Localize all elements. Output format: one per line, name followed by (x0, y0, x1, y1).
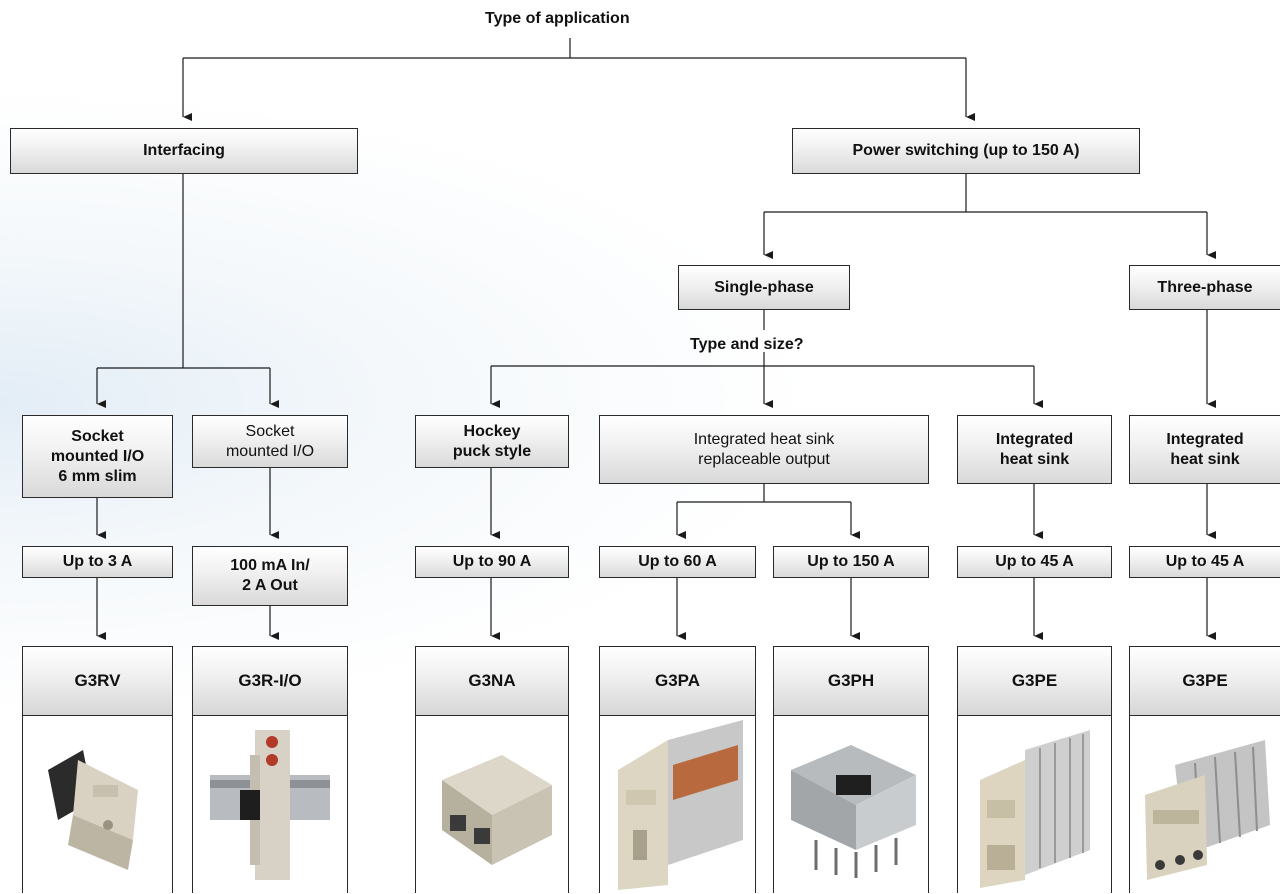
single-phase-box: Single-phase (678, 265, 850, 310)
product-card-g3pe-three: G3PE (1129, 646, 1280, 893)
relay-image (774, 716, 928, 894)
relay-image (193, 716, 347, 894)
category-line: heat sink (1170, 450, 1240, 468)
relay-image (958, 716, 1111, 894)
category-line: Integrated (1166, 430, 1244, 448)
product-name: G3PE (958, 647, 1111, 716)
product-name: G3NA (416, 647, 568, 716)
product-card-g3rv: G3RV (22, 646, 173, 893)
rating-g3pe-three: Up to 45 A (1129, 546, 1280, 578)
rating-g3pe-single: Up to 45 A (957, 546, 1112, 578)
category-line: 6 mm slim (58, 467, 137, 485)
rating-g3pa: Up to 60 A (599, 546, 756, 578)
product-name: G3PA (600, 647, 755, 716)
rating-g3rio: 100 mA In/ 2 A Out (192, 546, 348, 606)
category-line: Hockey (463, 422, 521, 440)
category-line: heat sink (999, 450, 1070, 468)
category-line: Integrated (995, 430, 1074, 448)
product-name: G3R-I/O (193, 647, 347, 716)
product-name: G3PE (1130, 647, 1280, 716)
rating-line: 2 A Out (242, 577, 298, 594)
rating-g3na: Up to 90 A (415, 546, 569, 578)
category-line: Socket (71, 427, 124, 445)
relay-image (1130, 716, 1280, 894)
interfacing-box: Interfacing (10, 128, 358, 174)
category-integrated-single: Integrated heat sink (957, 415, 1112, 484)
category-line: puck style (452, 442, 532, 460)
category-line: Integrated heat sink (693, 430, 835, 448)
product-name: G3RV (23, 647, 172, 716)
product-name: G3PH (774, 647, 928, 716)
category-socket-slim: Socket mounted I/O 6 mm slim (22, 415, 173, 498)
power-switching-box: Power switching (up to 150 A) (792, 128, 1140, 174)
rating-g3rv: Up to 3 A (22, 546, 173, 578)
category-line: replaceable output (698, 450, 830, 468)
category-integrated-replaceable: Integrated heat sink replaceable output (599, 415, 929, 484)
category-line: Socket (245, 422, 295, 440)
root-title: Type of application (485, 10, 630, 27)
product-card-g3pe-single: G3PE (957, 646, 1112, 893)
product-card-g3na: G3NA (415, 646, 569, 893)
relay-image (600, 716, 755, 894)
rating-line: 100 mA In/ (230, 557, 310, 574)
product-card-g3ph: G3PH (773, 646, 929, 893)
category-hockey-puck: Hockey puck style (415, 415, 569, 468)
category-socket-io: Socket mounted I/O (192, 415, 348, 468)
relay-image (416, 716, 568, 894)
type-size-label: Type and size? (690, 336, 804, 353)
three-phase-box: Three-phase (1129, 265, 1280, 310)
category-integrated-three: Integrated heat sink (1129, 415, 1280, 484)
relay-image (23, 716, 172, 894)
product-card-g3pa: G3PA (599, 646, 756, 893)
category-line: mounted I/O (225, 442, 315, 460)
rating-g3ph: Up to 150 A (773, 546, 929, 578)
category-line: mounted I/O (50, 447, 145, 465)
product-card-g3rio: G3R-I/O (192, 646, 348, 893)
